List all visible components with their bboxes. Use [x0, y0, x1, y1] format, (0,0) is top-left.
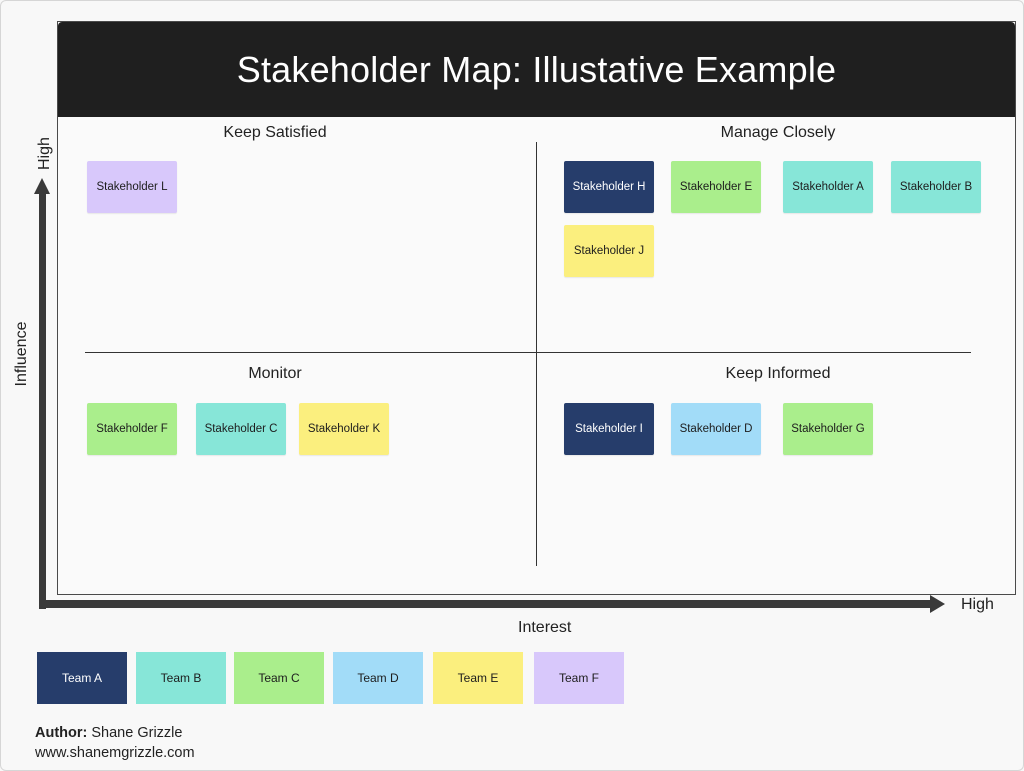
- quadrant-label-monitor: Monitor: [248, 365, 302, 382]
- stakeholder-map-frame: Stakeholder Map: Illustative Example Kee…: [57, 21, 1016, 595]
- team-legend-team-c: Team C: [234, 652, 324, 704]
- team-legend-team-e: Team E: [433, 652, 523, 704]
- sticky-note-stakeholder-j[interactable]: Stakeholder J: [564, 225, 654, 277]
- interest-axis: [39, 600, 932, 608]
- sticky-note-stakeholder-a[interactable]: Stakeholder A: [783, 161, 873, 213]
- quadrant-divider-horizontal: [85, 352, 971, 353]
- team-legend-team-f: Team F: [534, 652, 624, 704]
- map-title: Stakeholder Map: Illustative Example: [58, 22, 1015, 117]
- sticky-note-stakeholder-k[interactable]: Stakeholder K: [299, 403, 389, 455]
- team-legend-team-a: Team A: [37, 652, 127, 704]
- interest-axis-label: Interest: [518, 619, 572, 636]
- quadrant-label-keep-informed: Keep Informed: [725, 365, 831, 382]
- author-website: www.shanemgrizzle.com: [35, 745, 195, 761]
- influence-axis-arrow-icon: [34, 178, 50, 194]
- influence-axis-label: Influence: [13, 321, 30, 387]
- author-name: Shane Grizzle: [91, 725, 183, 741]
- author-label: Author:: [35, 725, 88, 741]
- sticky-note-stakeholder-d[interactable]: Stakeholder D: [671, 403, 761, 455]
- interest-axis-arrow-icon: [930, 595, 945, 613]
- team-legend-team-b: Team B: [136, 652, 226, 704]
- sticky-note-stakeholder-l[interactable]: Stakeholder L: [87, 161, 177, 213]
- quadrant-label-manage-closely: Manage Closely: [720, 124, 836, 141]
- sticky-note-stakeholder-f[interactable]: Stakeholder F: [87, 403, 177, 455]
- interest-high-label: High: [961, 596, 994, 613]
- sticky-note-stakeholder-e[interactable]: Stakeholder E: [671, 161, 761, 213]
- quadrant-label-keep-satisfied: Keep Satisfied: [223, 124, 327, 141]
- influence-high-label: High: [36, 137, 53, 170]
- sticky-note-stakeholder-h[interactable]: Stakeholder H: [564, 161, 654, 213]
- sticky-note-stakeholder-c[interactable]: Stakeholder C: [196, 403, 286, 455]
- author-credit: Author: Shane Grizzle: [35, 725, 182, 741]
- sticky-note-stakeholder-i[interactable]: Stakeholder I: [564, 403, 654, 455]
- team-legend-team-d: Team D: [333, 652, 423, 704]
- influence-axis: [39, 192, 46, 609]
- quadrant-divider-vertical: [536, 142, 537, 566]
- sticky-note-stakeholder-g[interactable]: Stakeholder G: [783, 403, 873, 455]
- sticky-note-stakeholder-b[interactable]: Stakeholder B: [891, 161, 981, 213]
